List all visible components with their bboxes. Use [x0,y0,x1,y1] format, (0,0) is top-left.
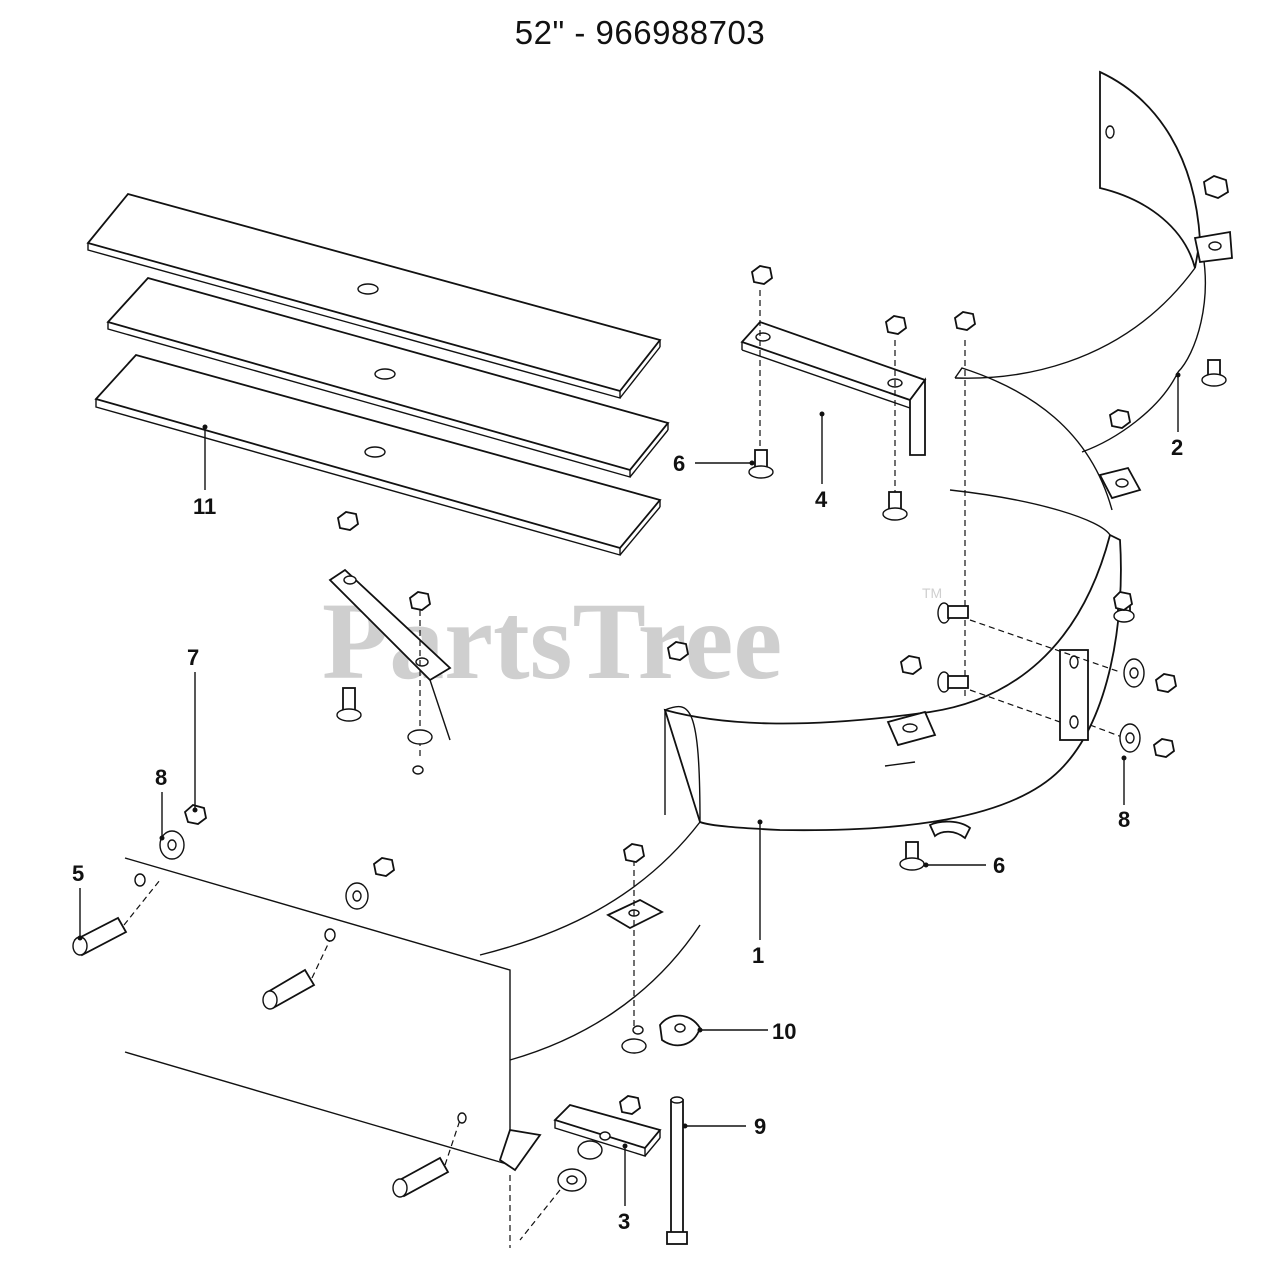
carriage-bolt-side-b [937,671,969,693]
callout-1: 1 [752,943,764,968]
callout-5: 5 [72,861,84,886]
callout-6-lower: 6 [993,853,1005,878]
callout-9: 9 [754,1114,766,1139]
spring-clip [659,1014,701,1047]
main-shield [663,340,1122,840]
carriage-bolt-c [1201,359,1227,387]
callout-4: 4 [815,487,828,512]
callout-11: 11 [193,494,216,519]
carriage-bolt-b [882,491,908,521]
bolt-lower-left-a [262,968,316,1010]
carriage-bolt-6a [748,449,774,479]
watermark-trademark: TM [922,585,942,601]
hinge-plate [519,1103,662,1241]
plate-stack [86,192,670,556]
carriage-bolt-6b [899,841,925,871]
angle-bracket [740,290,927,492]
bolt-set [72,359,1227,1198]
leader-lines [77,372,1181,1206]
callout-8-left: 8 [155,765,167,790]
left-deflector [124,821,701,1248]
washer-set [134,658,1145,1124]
mount-plate-center [606,860,664,1030]
callout-7: 7 [187,645,199,670]
callout-2: 2 [1171,435,1183,460]
nut-set [183,175,1229,1115]
callout-10: 10 [772,1019,796,1044]
callout-labels: 11 6 4 2 7 8 5 8 6 1 10 9 3 [72,435,1183,1234]
callout-3: 3 [618,1209,630,1234]
carriage-bolt-a [336,687,362,722]
right-shield [954,70,1233,511]
callout-8-right: 8 [1118,807,1130,832]
carriage-bolt-side-a [937,602,969,624]
callout-6-upper: 6 [673,451,685,476]
diagram-title: 52" - 966988703 [514,14,766,51]
hinge-pin [666,1096,688,1245]
mount-bracket-left [328,568,452,760]
bolt-lower-left-b [392,1156,450,1198]
